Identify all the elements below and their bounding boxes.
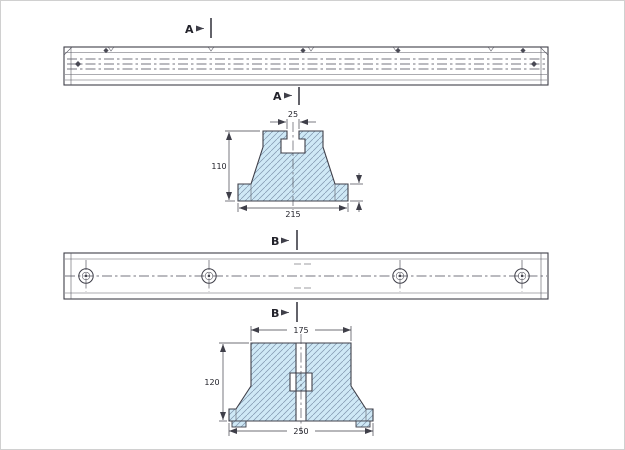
datum-diamond — [531, 61, 537, 67]
section-b-label: B — [271, 235, 279, 248]
dim-section-a-flange — [350, 173, 363, 212]
section-marker-a-top: A — [185, 18, 212, 38]
section-b-profile — [228, 342, 374, 422]
bolt-hole — [392, 260, 408, 292]
dim-section-a-height: 110 — [211, 130, 260, 202]
section-a-label: A — [273, 90, 282, 103]
dimension-value: 175 — [293, 326, 308, 335]
datum-diamond — [395, 47, 401, 54]
section-a-label: A — [185, 23, 194, 36]
datum-diamond — [75, 61, 81, 67]
dimension-value: 250 — [293, 427, 308, 436]
datum-diamond — [103, 47, 109, 54]
bolt-center-dot — [520, 274, 524, 278]
section-marker-b-top: B — [271, 230, 298, 250]
section-a-view: 25 110 215 — [211, 110, 363, 219]
rail-top-chamfer — [539, 46, 549, 56]
base-foot — [231, 420, 247, 428]
bolt-center-dot — [84, 274, 88, 278]
rail-elevation-bottom — [63, 252, 549, 300]
bolt-center-dot — [398, 274, 402, 278]
edge-notch — [308, 47, 314, 52]
dim-section-b-top-width: 175 — [250, 326, 352, 341]
rail-elevation-top — [63, 46, 549, 86]
dimension-value: 120 — [204, 378, 219, 387]
bolt-hole — [201, 260, 217, 292]
dimension-value: 25 — [288, 110, 298, 119]
dimension-value: 215 — [285, 210, 300, 219]
bolt-hole — [514, 260, 530, 292]
datum-diamond — [520, 47, 526, 54]
dim-section-b-height: 120 — [204, 342, 249, 422]
section-marker-b-bottom: B — [271, 302, 298, 322]
section-b-label: B — [271, 307, 279, 320]
rail-top-outline — [63, 46, 549, 86]
bolt-center-dot — [207, 274, 211, 278]
section-marker-a-bottom: A — [273, 87, 300, 105]
section-b-view: 175 120 250 — [204, 326, 374, 436]
bolt-hole — [78, 260, 94, 292]
base-foot — [355, 420, 371, 428]
datum-diamond — [300, 47, 306, 54]
dim-section-a-top-width: 25 — [270, 110, 316, 129]
rail-top-chamfer — [63, 46, 73, 56]
dim-section-b-base-width: 250 — [228, 423, 374, 436]
edge-notch — [208, 47, 214, 52]
edge-notch — [488, 47, 494, 52]
edge-notch — [108, 47, 114, 52]
dim-section-a-base-width: 215 — [237, 203, 349, 219]
dimension-value: 110 — [211, 162, 226, 171]
